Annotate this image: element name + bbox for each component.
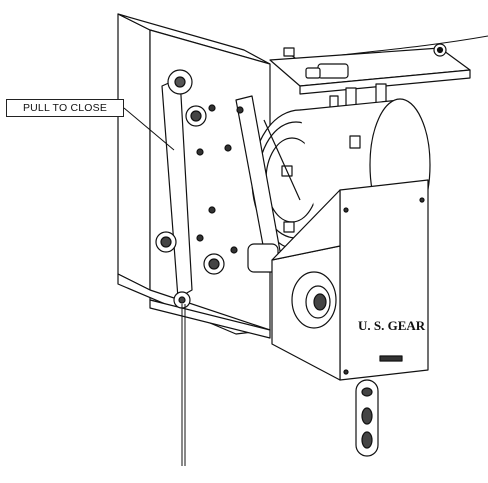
hand-grip: [355, 379, 379, 457]
pull-cord: [181, 304, 186, 466]
callout-leader: [123, 107, 175, 151]
mounting-plate: [117, 13, 271, 339]
hanger-bar: [161, 69, 193, 299]
pull-to-close-label: PULL TO CLOSE: [6, 99, 124, 117]
gear-box: [271, 179, 429, 381]
brand-label: U. S. GEAR: [358, 318, 426, 333]
